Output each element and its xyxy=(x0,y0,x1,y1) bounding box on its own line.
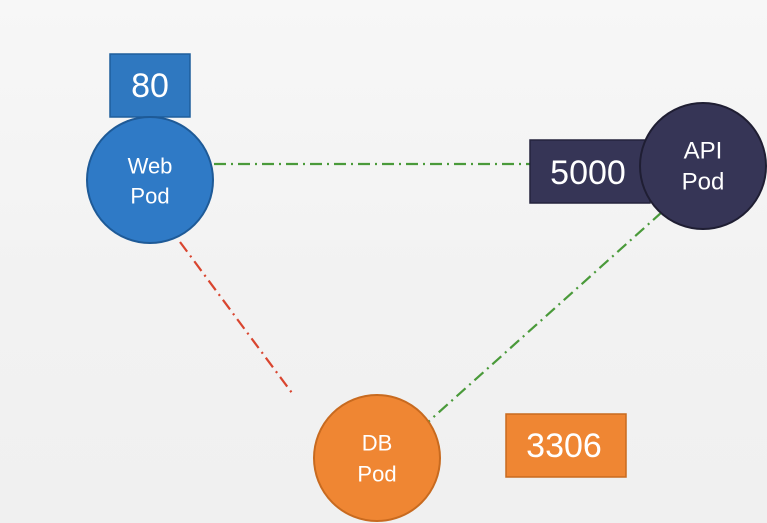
web-pod-label-line2: Pod xyxy=(130,184,169,209)
db-pod: DB Pod xyxy=(313,394,441,522)
web-port-badge: 80 xyxy=(109,53,191,118)
db-port-badge: 3306 xyxy=(505,413,627,478)
db-port-label: 3306 xyxy=(526,427,602,465)
api-pod-label-line1: API xyxy=(684,138,723,165)
connection-api-db xyxy=(427,211,663,423)
web-pod: Web Pod xyxy=(86,116,214,244)
web-port-label: 80 xyxy=(131,67,169,105)
db-pod-label-line2: Pod xyxy=(357,462,396,487)
api-pod: API Pod xyxy=(639,102,767,230)
api-pod-label-line2: Pod xyxy=(682,169,725,196)
connection-web-db-blocked xyxy=(179,241,293,394)
db-pod-label-line1: DB xyxy=(362,431,393,456)
api-port-badge: 5000 xyxy=(529,139,651,204)
api-port-label: 5000 xyxy=(550,154,626,192)
web-pod-label-line1: Web xyxy=(128,154,173,179)
